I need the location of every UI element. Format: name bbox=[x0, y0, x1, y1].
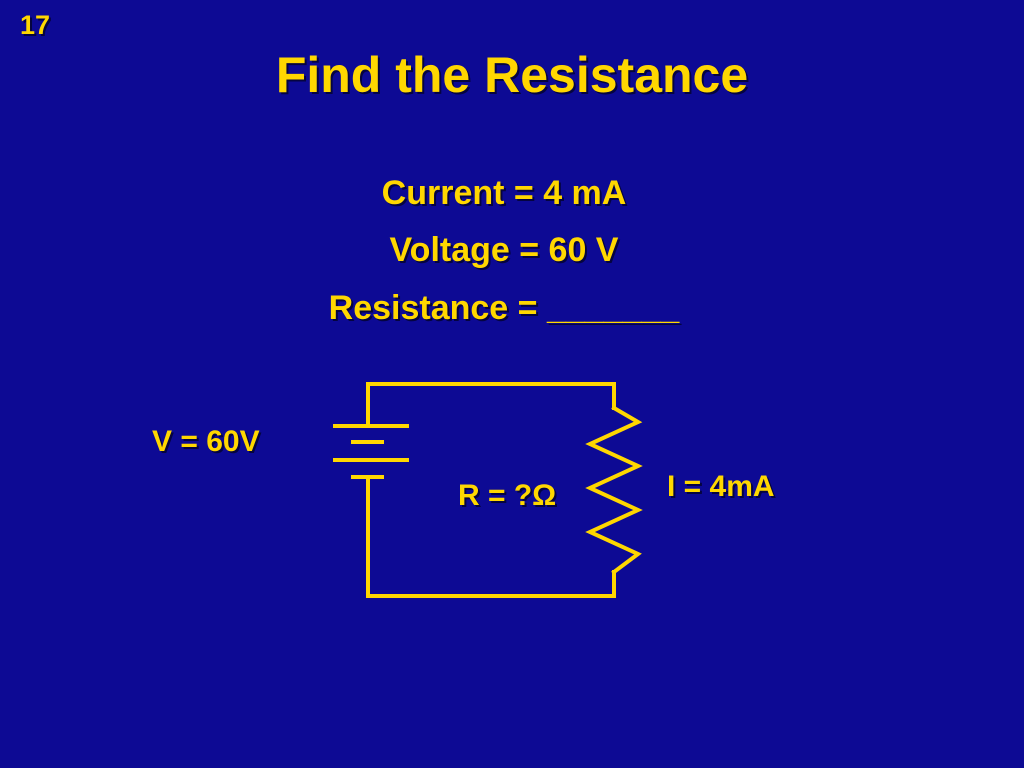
current-given-text: Current = 4 mA bbox=[381, 174, 627, 212]
circuit-wires bbox=[366, 382, 616, 598]
battery-symbol bbox=[333, 424, 409, 479]
resistance-label: R = ?Ω bbox=[458, 479, 557, 512]
voltage-given-text: Voltage = 60 V bbox=[389, 231, 619, 269]
voltage-label: V = 60V bbox=[152, 425, 260, 458]
top-wire bbox=[366, 382, 616, 428]
bottom-wire bbox=[366, 475, 616, 598]
slide-number: 17 bbox=[20, 10, 51, 40]
current-label: I = 4mA bbox=[667, 470, 775, 503]
slide-title: Find the Resistance bbox=[275, 47, 749, 103]
resistance-unknown-text: Resistance = _______ bbox=[328, 289, 680, 327]
resistor-symbol bbox=[585, 405, 643, 575]
